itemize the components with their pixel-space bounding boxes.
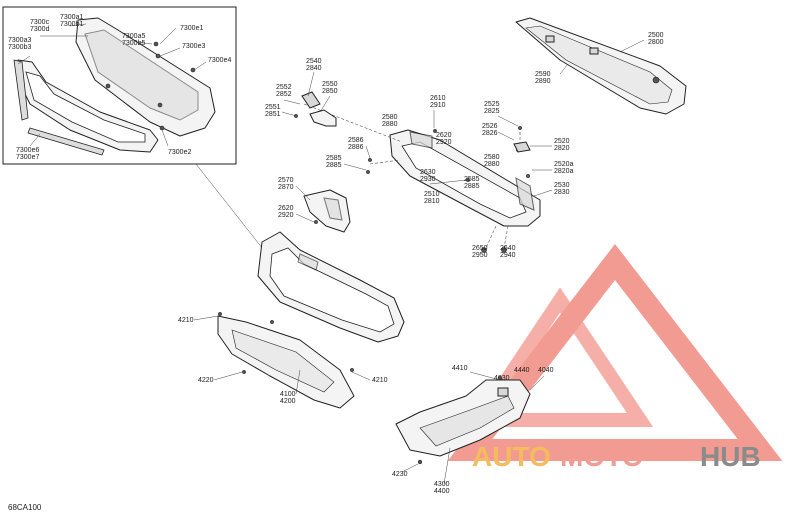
callout-2890: 2890 xyxy=(535,78,551,85)
callout-4210-a: 4210 xyxy=(178,317,194,324)
label-7300e2: 7300e2 xyxy=(168,149,191,156)
label-7300e3: 7300e3 xyxy=(182,43,205,50)
callout-2870: 2870 xyxy=(278,184,294,191)
callout-4400: 4400 xyxy=(434,488,450,495)
callout-2510: 2510 xyxy=(424,191,440,198)
callout-2820a: 2820a xyxy=(554,168,574,175)
callout-2551: 2551 xyxy=(265,104,281,111)
callout-labels: 2500 2800 2590 2890 2540 2840 2552 2852 … xyxy=(8,32,664,512)
inset-connector xyxy=(195,163,271,259)
callout-2880-a: 2880 xyxy=(382,121,398,128)
callout-2850: 2850 xyxy=(322,88,338,95)
callout-2650: 2650 xyxy=(472,245,488,252)
callout-4030: 4030 xyxy=(494,375,510,382)
callout-2820: 2820 xyxy=(554,145,570,152)
floor-guard-rear xyxy=(395,376,531,465)
callout-2630: 2630 xyxy=(420,169,436,176)
callout-2940: 2940 xyxy=(500,252,516,259)
door-panel-upper xyxy=(515,17,687,115)
callout-2910: 2910 xyxy=(430,102,446,109)
callout-2610: 2610 xyxy=(430,95,446,102)
callout-2585-b: 2585 xyxy=(464,176,480,183)
callout-4220: 4220 xyxy=(198,377,214,384)
callout-4100: 4100 xyxy=(280,391,296,398)
callout-2826: 2826 xyxy=(482,130,498,137)
door-lower-large xyxy=(257,231,405,343)
callout-2540: 2540 xyxy=(306,58,322,65)
callout-2810: 2810 xyxy=(424,198,440,205)
label-7300b3: 7300b3 xyxy=(8,44,31,51)
callout-4040: 4040 xyxy=(538,367,554,374)
callout-4200: 4200 xyxy=(280,398,296,405)
callout-leaders xyxy=(193,71,553,485)
callout-2620-b: 2620 xyxy=(278,205,294,212)
callout-4230: 4230 xyxy=(392,471,408,478)
callout-2552: 2552 xyxy=(276,84,292,91)
label-7300e1: 7300e1 xyxy=(180,25,203,32)
callout-2920-a: 2920 xyxy=(436,139,452,146)
watermark-logo: AUTO MOTO HUB xyxy=(447,243,783,472)
callout-4210-b: 4210 xyxy=(372,377,388,384)
watermark-hub: HUB xyxy=(700,441,761,472)
callout-4410: 4410 xyxy=(452,365,468,372)
callout-2885-a: 2885 xyxy=(326,162,342,169)
callout-2886: 2886 xyxy=(348,144,364,151)
callout-2640: 2640 xyxy=(500,245,516,252)
callout-2840: 2840 xyxy=(306,65,322,72)
callout-2580-a: 2580 xyxy=(382,114,398,121)
label-7300b5: 7300b5 xyxy=(122,40,145,47)
callout-2520: 2520 xyxy=(554,138,570,145)
label-7300c: 7300c xyxy=(30,19,50,26)
inset-labels: 7300c 7300d 7300a1 7300b1 7300a5 7300b5 … xyxy=(8,14,231,161)
callout-2530: 2530 xyxy=(554,182,570,189)
callout-2520a: 2520a xyxy=(554,161,574,168)
callout-2586: 2586 xyxy=(348,137,364,144)
callout-2880-b: 2880 xyxy=(484,161,500,168)
callout-4300: 4300 xyxy=(434,481,450,488)
callout-2830: 2830 xyxy=(554,189,570,196)
watermark-auto: AUTO xyxy=(472,441,551,472)
label-7300e4: 7300e4 xyxy=(208,57,231,64)
callout-2885-b: 2885 xyxy=(464,183,480,190)
callout-2930: 2930 xyxy=(420,176,436,183)
label-7300e7: 7300e7 xyxy=(16,154,39,161)
callout-2590: 2590 xyxy=(535,71,551,78)
callout-2620-a: 2620 xyxy=(436,132,452,139)
callout-2525: 2525 xyxy=(484,101,500,108)
callout-2526: 2526 xyxy=(482,123,498,130)
floor-guard-left xyxy=(217,312,355,409)
callout-2825: 2825 xyxy=(484,108,500,115)
label-7300a3: 7300a3 xyxy=(8,37,31,44)
hinge-bracket xyxy=(303,189,351,233)
label-7300d: 7300d xyxy=(30,26,50,33)
callout-2800: 2800 xyxy=(648,39,664,46)
callout-2580-b: 2580 xyxy=(484,154,500,161)
latch-parts xyxy=(294,91,531,253)
callout-2950: 2950 xyxy=(472,252,488,259)
detail-inset xyxy=(2,6,237,165)
callout-2920-b: 2920 xyxy=(278,212,294,219)
drawing-code: 68CA100 xyxy=(8,503,42,512)
callout-2500: 2500 xyxy=(648,32,664,39)
label-7300a5: 7300a5 xyxy=(122,33,145,40)
callout-4440: 4440 xyxy=(514,367,530,374)
callout-2852: 2852 xyxy=(276,91,292,98)
callout-2550: 2550 xyxy=(322,81,338,88)
callout-2585-a: 2585 xyxy=(326,155,342,162)
watermark-moto: MOTO xyxy=(560,441,643,472)
callout-2851: 2851 xyxy=(265,111,281,118)
callout-2570: 2570 xyxy=(278,177,294,184)
label-7300a1: 7300a1 xyxy=(60,14,83,21)
label-7300e6: 7300e6 xyxy=(16,147,39,154)
label-7300b1: 7300b1 xyxy=(60,21,83,28)
